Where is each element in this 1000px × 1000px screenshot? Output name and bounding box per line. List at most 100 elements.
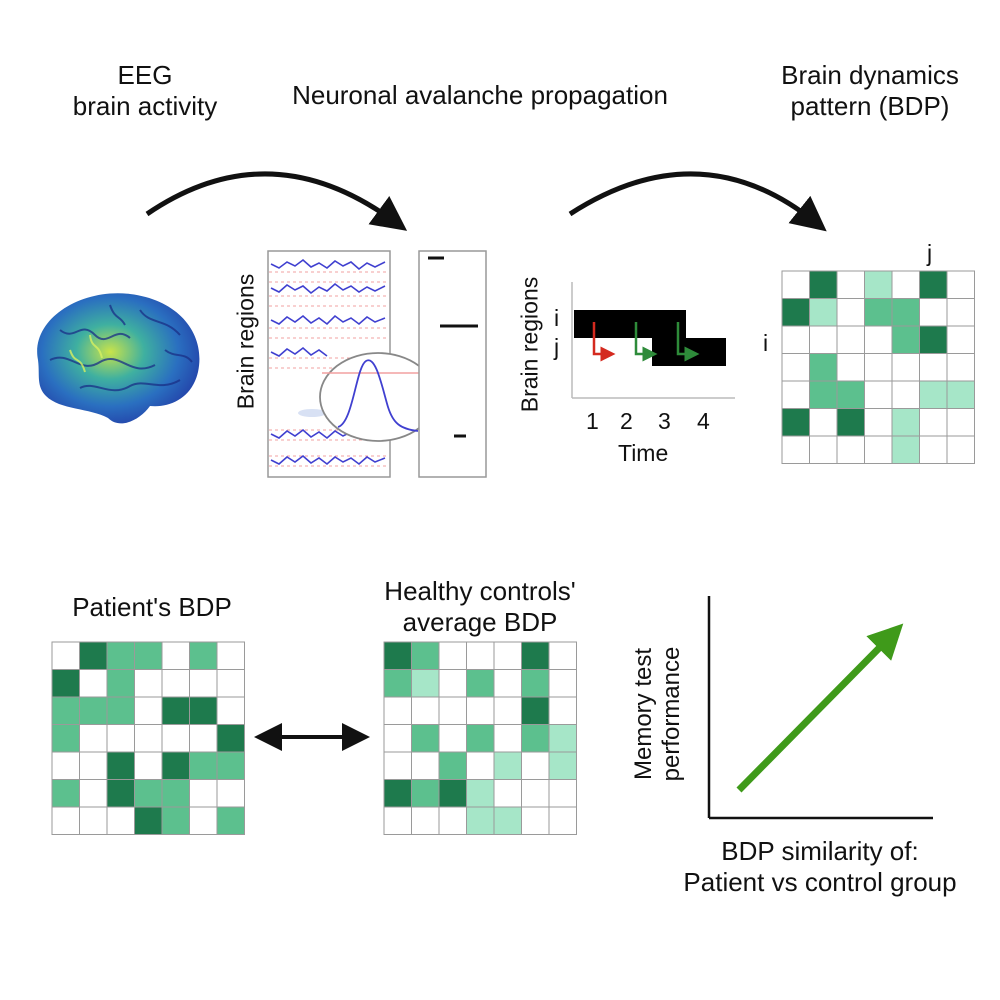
matrix-cell <box>493 669 522 698</box>
row-label-i: i <box>554 305 560 331</box>
matrix-cell <box>189 779 218 808</box>
matrix-cell <box>411 724 440 753</box>
matrix-cell <box>919 353 948 382</box>
matrix-cell <box>216 779 245 808</box>
patient-bdp-heading: Patient's BDP <box>72 592 232 622</box>
matrix-cell <box>134 669 163 698</box>
matrix-cell <box>79 806 108 835</box>
propagation-timeline <box>571 282 735 399</box>
raster-panel <box>418 250 487 478</box>
matrix-cell <box>161 751 190 780</box>
matrix-cell <box>79 696 108 725</box>
matrix-cell <box>521 806 550 835</box>
matrix-cell <box>864 380 893 409</box>
matrix-cell <box>836 435 865 464</box>
matrix-cell <box>836 270 865 299</box>
matrix-cell <box>189 696 218 725</box>
matrix-cell <box>134 724 163 753</box>
matrix-cell <box>521 751 550 780</box>
matrix-cell <box>134 779 163 808</box>
matrix-cell <box>891 435 920 464</box>
matrix-cell <box>836 325 865 354</box>
matrix-cell <box>106 751 135 780</box>
matrix-cell <box>106 696 135 725</box>
matrix-cell <box>161 779 190 808</box>
matrix-cell <box>438 641 467 670</box>
similarity-line1: BDP similarity of: <box>721 836 919 866</box>
time-tick-4: 4 <box>697 408 710 434</box>
matrix-cell <box>781 270 810 299</box>
matrix-cell <box>809 270 838 299</box>
time-tick-1: 1 <box>586 408 599 434</box>
matrix-cell <box>493 641 522 670</box>
matrix-cell <box>891 380 920 409</box>
bdp-matrix <box>781 270 975 464</box>
matrix-cell <box>864 298 893 327</box>
matrix-cell <box>809 435 838 464</box>
matrix-cell <box>106 641 135 670</box>
matrix-cell <box>79 724 108 753</box>
matrix-cell <box>781 408 810 437</box>
matrix-cell <box>919 408 948 437</box>
matrix-cell <box>161 669 190 698</box>
matrix-cell <box>106 779 135 808</box>
matrix-cell <box>438 779 467 808</box>
matrix-cell <box>466 641 495 670</box>
matrix-cell <box>919 325 948 354</box>
matrix-cell <box>891 298 920 327</box>
matrix-cell <box>438 696 467 725</box>
time-axis-label: Time <box>618 440 669 466</box>
matrix-cell <box>521 641 550 670</box>
eeg-heading: EEG brain activity <box>40 60 250 122</box>
matrix-cell <box>891 353 920 382</box>
matrix-cell <box>919 270 948 299</box>
bdp-heading-line1: Brain dynamics <box>781 60 959 90</box>
matrix-cell <box>383 806 412 835</box>
matrix-cell <box>216 724 245 753</box>
matrix-cell <box>946 325 975 354</box>
matrix-cell <box>493 779 522 808</box>
matrix-cell <box>891 408 920 437</box>
matrix-cell <box>51 669 80 698</box>
patient-bdp-matrix <box>51 641 245 835</box>
matrix-cell <box>51 641 80 670</box>
matrix-cell <box>51 751 80 780</box>
matrix-cell <box>864 325 893 354</box>
similarity-line2: Patient vs control group <box>683 867 957 897</box>
matrix-cell <box>781 380 810 409</box>
matrix-cell <box>51 806 80 835</box>
matrix-cell <box>383 696 412 725</box>
matrix-cell <box>79 641 108 670</box>
matrix-cell <box>134 751 163 780</box>
bdp-row-label-i: i <box>763 330 769 356</box>
matrix-cell <box>809 353 838 382</box>
matrix-cell <box>891 270 920 299</box>
matrix-cell <box>51 724 80 753</box>
matrix-cell <box>216 641 245 670</box>
matrix-cell <box>134 641 163 670</box>
matrix-cell <box>106 724 135 753</box>
matrix-cell <box>946 435 975 464</box>
matrix-cell <box>161 641 190 670</box>
matrix-cell <box>79 779 108 808</box>
row-label-j: j <box>554 334 560 360</box>
matrix-cell <box>548 724 577 753</box>
matrix-cell <box>383 751 412 780</box>
matrix-cell <box>411 641 440 670</box>
matrix-cell <box>836 298 865 327</box>
matrix-cell <box>946 353 975 382</box>
matrix-cell <box>836 408 865 437</box>
matrix-cell <box>836 380 865 409</box>
matrix-cell <box>106 806 135 835</box>
matrix-cell <box>411 669 440 698</box>
matrix-cell <box>521 724 550 753</box>
matrix-cell <box>161 724 190 753</box>
matrix-cell <box>521 779 550 808</box>
matrix-cell <box>836 353 865 382</box>
bdp-heading: Brain dynamics pattern (BDP) <box>750 60 990 122</box>
matrix-cell <box>438 806 467 835</box>
matrix-cell <box>79 751 108 780</box>
matrix-cell <box>521 696 550 725</box>
matrix-cell <box>946 408 975 437</box>
